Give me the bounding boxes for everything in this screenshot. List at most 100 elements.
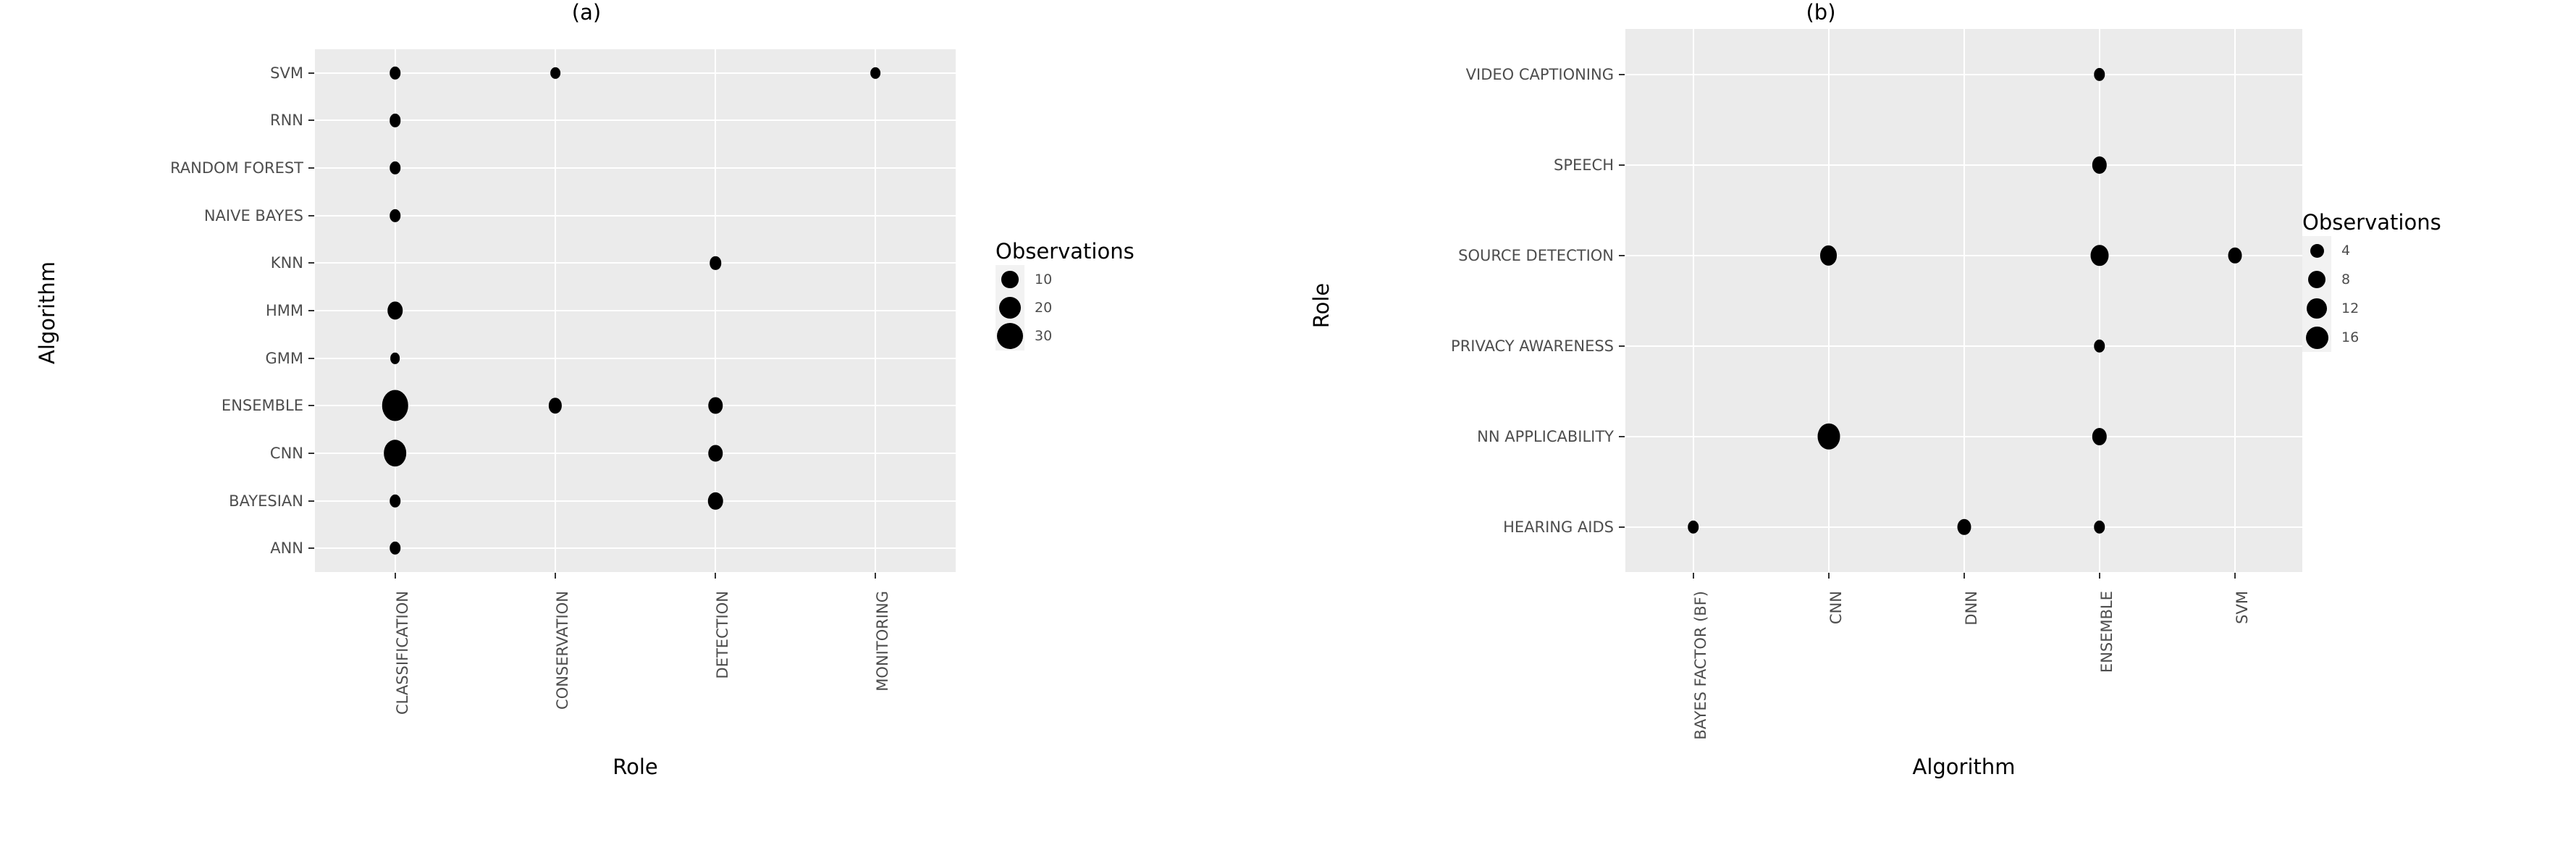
x-tick-label: ENSEMBLE [2097,591,2116,673]
y-tick-mark [308,72,314,74]
panel-a-plot-area [315,49,956,572]
y-tick-mark [1619,435,1625,437]
x-tick-mark [1963,573,1965,579]
x-tick-mark [875,573,877,579]
gridline-vertical [554,49,556,572]
legend-item[interactable]: 8 [2302,265,2350,294]
gridline-horizontal [315,452,956,454]
x-tick-label: CONSERVATION [553,591,571,710]
x-tick-label: BAYES FACTOR (BF) [1691,591,1709,740]
panel-a-title: (a) [571,0,602,25]
y-tick-mark [308,214,314,217]
gridline-horizontal [315,262,956,264]
y-tick-mark [308,262,314,264]
data-point [1817,423,1840,450]
legend-item[interactable]: 10 [996,265,1052,294]
y-tick-mark [308,357,314,359]
y-tick-mark [1619,73,1625,75]
y-tick-mark [308,167,314,169]
legend-dot-icon [998,296,1022,319]
legend-label: 10 [1035,272,1053,287]
y-tick-label: PRIVACY AWARENESS [1451,337,1614,355]
panel-a-xaxis-title: Role [613,755,658,779]
legend-label: 20 [1035,300,1053,316]
y-tick-label: SVM [270,64,303,82]
legend-dot-icon [2305,326,2328,349]
gridline-vertical [2098,29,2100,572]
gridline-vertical [1692,29,1694,572]
gridline-horizontal [315,72,956,74]
x-tick-mark [1692,573,1694,579]
x-tick-mark [1827,573,1830,579]
gridline-horizontal [315,357,956,359]
data-point [389,494,401,508]
legend-key-swatch [996,322,1024,350]
y-tick-label: BAYESIAN [229,492,303,510]
panel-b-title: (b) [1806,0,1836,25]
legend-key-swatch [2302,236,2331,265]
data-point [1819,245,1838,266]
x-tick-label: CLASSIFICATION [393,591,411,715]
legend-label: 30 [1035,328,1053,344]
data-point [548,398,562,414]
data-point [2092,427,2107,445]
legend-key-swatch [2302,294,2331,323]
legend-dot-icon [997,323,1023,349]
x-tick-mark [2098,573,2100,579]
x-tick-label: CNN [1827,591,1845,625]
data-point [383,440,407,467]
data-point [707,492,723,510]
legend-label: 8 [2341,272,2351,287]
data-point [2093,520,2105,534]
legend-item[interactable]: 30 [996,322,1052,350]
legend-dot-icon [2307,298,2327,319]
legend-item[interactable]: 12 [2302,294,2359,323]
y-tick-mark [1619,254,1625,256]
gridline-horizontal [315,500,956,502]
y-tick-mark [308,500,314,502]
panel-b-plot-area [1625,29,2302,572]
y-tick-label: NN APPLICABILITY [1477,427,1614,445]
legend-label: 4 [2341,243,2351,259]
y-tick-mark [308,310,314,311]
legend-key-swatch [996,293,1024,322]
y-tick-label: RNN [269,112,303,130]
data-point [387,301,403,320]
panel-b-yaxis-title: Role [1309,282,1334,329]
gridline-horizontal [315,167,956,169]
x-tick-label: MONITORING [874,591,892,692]
data-point [2093,67,2105,81]
data-point [550,67,560,79]
gridline-vertical [875,49,877,572]
data-point [389,66,401,80]
legend-key-swatch [2302,265,2331,294]
data-point [389,542,401,555]
legend-item[interactable]: 20 [996,293,1052,322]
data-point [870,67,881,79]
gridline-horizontal [315,405,956,407]
legend-dot-icon [1001,271,1019,288]
data-point [2093,339,2105,353]
legend-item[interactable]: 16 [2302,323,2359,352]
y-tick-mark [308,452,314,454]
legend-dot-icon [2308,271,2325,288]
gridline-vertical [1963,29,1965,572]
data-point [708,445,723,462]
y-tick-label: SPEECH [1554,156,1614,174]
legend-key-swatch [2302,323,2331,352]
data-point [2228,247,2242,264]
y-tick-mark [308,547,314,550]
data-point [2092,156,2107,174]
legend-item[interactable]: 4 [2302,236,2350,265]
y-tick-label: HMM [265,302,303,319]
x-tick-mark [715,573,717,579]
y-tick-label: RANDOM FOREST [170,159,303,177]
y-tick-label: NAIVE BAYES [203,206,303,224]
data-point [1687,520,1699,534]
y-tick-label: HEARING AIDS [1503,518,1614,536]
data-point [2090,244,2108,266]
